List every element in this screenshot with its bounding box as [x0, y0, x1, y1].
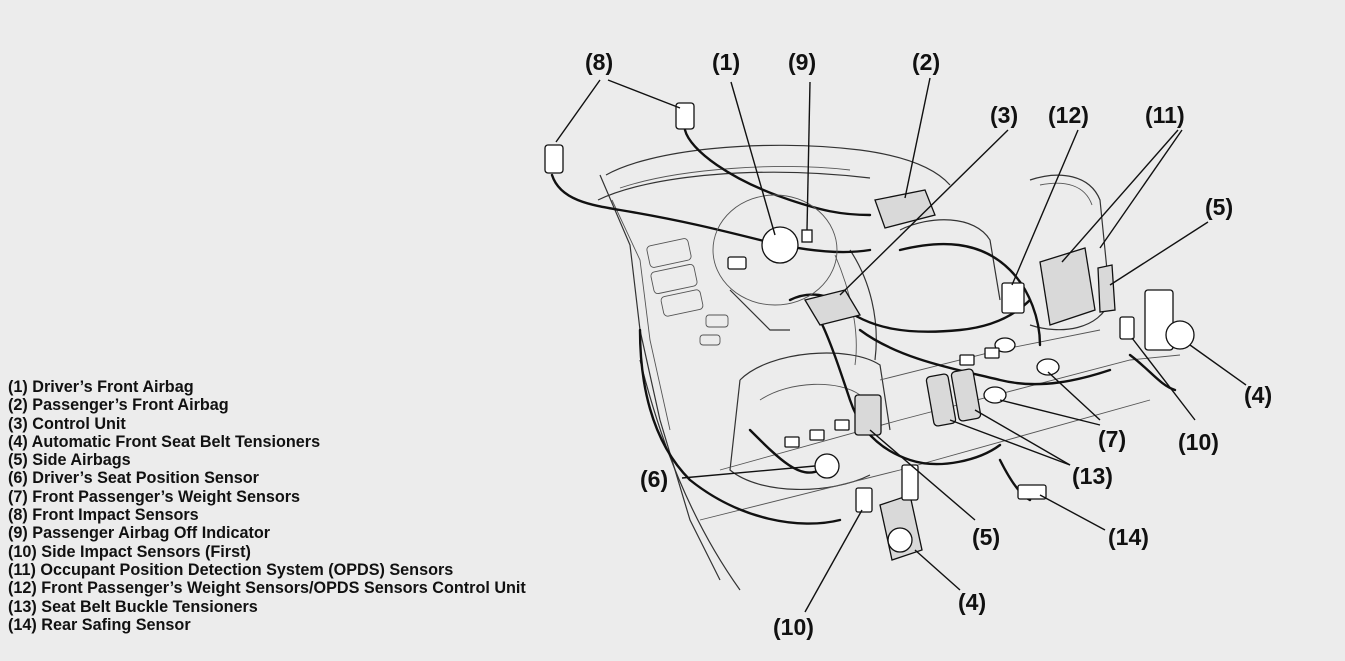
callout-9: (9) [788, 49, 816, 75]
callout-4-lower: (4) [958, 589, 986, 615]
callout-13: (13) [1072, 463, 1113, 489]
opds-sensors-part [1039, 247, 1096, 326]
legend-item: (5) Side Airbags [8, 451, 131, 470]
callout-10-right: (10) [1178, 429, 1219, 455]
callout-8-top: (8) [585, 49, 613, 75]
side-airbag-driver-part [854, 394, 882, 436]
front-impact-sensor-right [675, 102, 695, 130]
opds-control-unit-part [1001, 282, 1025, 314]
seat-position-sensor-part [814, 453, 840, 479]
callout-5-right: (5) [1205, 194, 1233, 220]
callout-1: (1) [712, 49, 740, 75]
legend-item: (12) Front Passenger’s Weight Sensors/OP… [8, 579, 526, 598]
callout-4-right: (4) [1244, 382, 1272, 408]
legend-item: (11) Occupant Position Detection System … [8, 560, 454, 579]
legend-item: (7) Front Passenger’s Weight Sensors [8, 487, 301, 506]
rear-safing-sensor-part [1017, 484, 1047, 500]
legend-item: (6) Driver’s Seat Position Sensor [8, 469, 259, 488]
legend-item: (1) Driver’s Front Airbag [8, 378, 194, 396]
weight-sensor-b [983, 386, 1007, 404]
buckle-tensioner-b [950, 368, 982, 422]
callout-11: (11) [1145, 102, 1185, 128]
callout-6: (6) [640, 466, 668, 492]
legend-item: (8) Front Impact Sensors [8, 506, 199, 525]
control-unit-part [803, 289, 862, 326]
callout-14: (14) [1108, 524, 1149, 550]
front-impact-sensor-left [544, 144, 564, 174]
legend-item: (3) Control Unit [8, 414, 126, 433]
component-legend: (1) Driver’s Front Airbag (2) Passenger’… [8, 378, 526, 634]
vehicle-interior-outline [597, 144, 1181, 591]
callout-5-lower: (5) [972, 524, 1000, 550]
side-impact-sensor-left-part [855, 487, 873, 513]
callout-7: (7) [1098, 426, 1126, 452]
legend-item: (13) Seat Belt Buckle Tensioners [8, 597, 258, 616]
side-airbag-passenger-part [1097, 264, 1116, 313]
callout-12: (12) [1048, 102, 1089, 128]
legend-item: (4) Automatic Front Seat Belt Tensioners [8, 432, 321, 451]
components [544, 102, 1195, 561]
callout-2: (2) [912, 49, 940, 75]
weight-sensor-a [1036, 358, 1060, 376]
side-impact-sensor-right-part [1119, 316, 1135, 340]
passenger-front-airbag-part [874, 189, 936, 229]
driver-front-airbag-part [761, 226, 799, 264]
callout-labels: (8) (1) (9) (2) (3) (12) (11) (5) (4) (1… [585, 49, 1272, 640]
legend-item: (9) Passenger Airbag Off Indicator [8, 524, 271, 543]
passenger-airbag-off-indicator-part [801, 229, 813, 243]
callout-3: (3) [990, 102, 1018, 128]
legend-item: (2) Passenger’s Front Airbag [8, 396, 229, 415]
buckle-tensioner-a [925, 373, 957, 427]
wiring-harness [550, 128, 1177, 525]
legend-item: (14) Rear Safing Sensor [8, 615, 191, 634]
legend-item: (10) Side Impact Sensors (First) [8, 542, 251, 561]
callout-10-lower: (10) [773, 614, 814, 640]
leader-lines [555, 77, 1247, 613]
